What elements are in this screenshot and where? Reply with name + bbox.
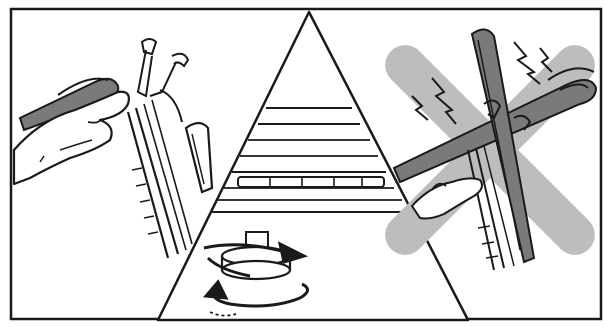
right-panel	[377, 29, 603, 270]
left-panel	[14, 39, 212, 258]
hand-icon	[412, 178, 482, 218]
wiper-blade-icon	[128, 39, 212, 258]
